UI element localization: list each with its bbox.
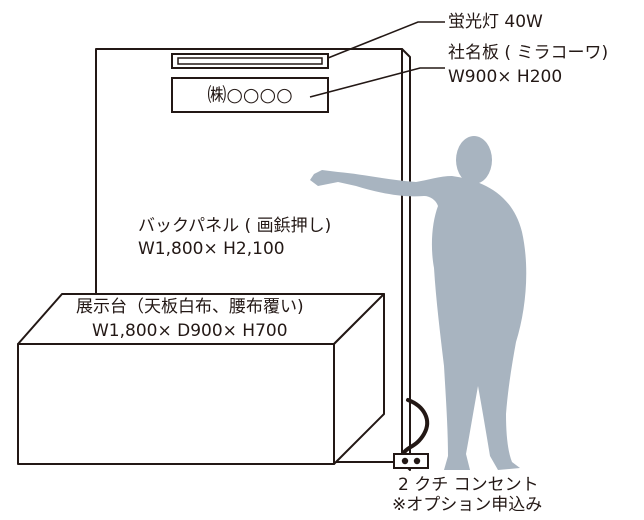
outlet-title-label: 2 クチ コンセント [398, 475, 539, 495]
signboard: ㈱○○○○ [171, 77, 329, 113]
back-panel-title-label: バックパネル ( 画鋲押し) [138, 216, 331, 236]
fluorescent-light [171, 53, 329, 69]
light-leader-line [327, 21, 445, 59]
back-panel-size-label: W1,800× H2,100 [138, 239, 285, 259]
back-panel-side [401, 48, 411, 471]
signboard-leader-line [309, 67, 445, 98]
counter-front [17, 343, 335, 465]
power-outlet [393, 453, 429, 469]
signboard-company-text: ㈱○○○○ [207, 84, 292, 106]
signboard-size-label: W900× H200 [448, 67, 562, 87]
counter-size-label: W1,800× D900× H700 [92, 321, 288, 341]
counter-title-label: 展示台（天板白布、腰布覆い) [76, 297, 304, 317]
counter-side [333, 293, 385, 465]
fluorescent-light-label: 蛍光灯 40W [448, 12, 543, 32]
display-counter [17, 293, 385, 465]
outlet-note-label: ※オプション申込み [392, 495, 542, 515]
signboard-title-label: 社名板 ( ミラコーワ) [448, 43, 608, 63]
power-cord [400, 398, 430, 458]
person-silhouette [310, 136, 527, 470]
